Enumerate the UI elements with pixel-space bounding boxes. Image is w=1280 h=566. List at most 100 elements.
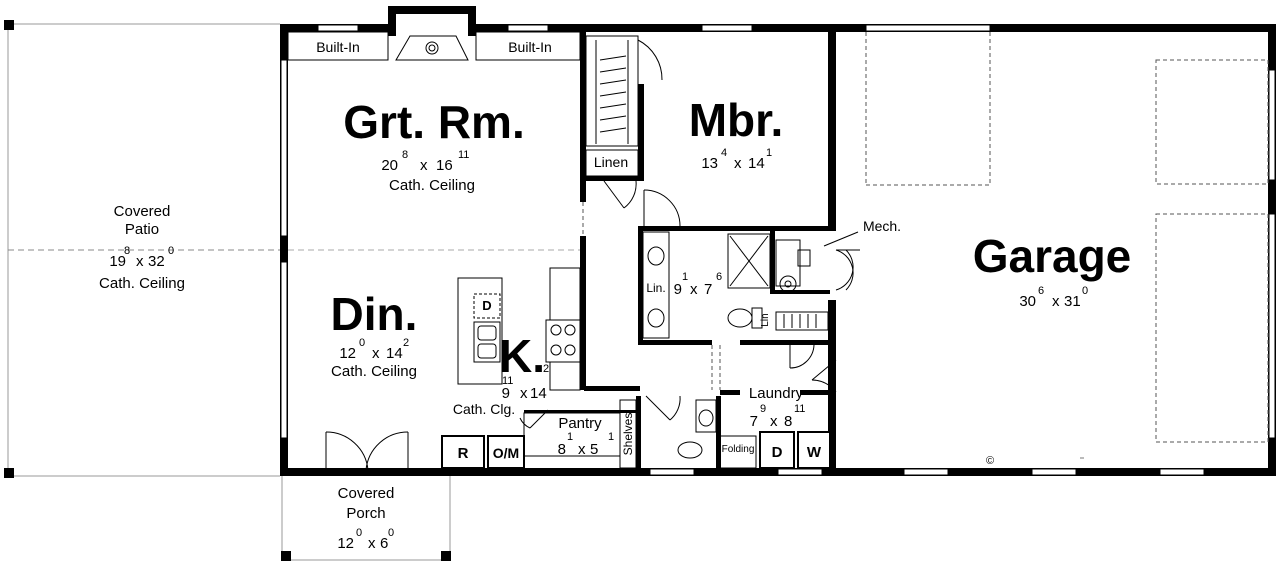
pantry-d-ft: 5 <box>590 441 598 458</box>
patio-d-in: 0 <box>168 245 174 257</box>
builtin-right-label: Built-In <box>508 39 552 55</box>
kitchen-x: x <box>520 385 528 402</box>
sink-icon <box>477 343 497 359</box>
dining-title: Din. <box>331 288 418 340</box>
kitchen-title: K. <box>499 330 545 382</box>
master-w-ft: 13 <box>701 155 718 172</box>
garage-markings <box>865 32 1269 459</box>
porch-d-ft: 6 <box>380 535 388 552</box>
sink-icon <box>647 308 665 328</box>
porch-post <box>281 551 291 561</box>
oven-box <box>487 435 525 469</box>
water-heater-icon <box>779 275 797 293</box>
kitchen-w-in: 11 <box>502 375 513 387</box>
dishwasher-label: D <box>482 298 491 313</box>
great-room-d-in: 11 <box>458 149 469 161</box>
garage-d-in: 0 <box>1082 285 1088 297</box>
burner-icon <box>550 344 562 356</box>
garage-x: x <box>1052 293 1060 310</box>
patio-line1: Covered <box>114 203 171 220</box>
burner-icon <box>564 324 576 336</box>
patio-x: x <box>136 253 144 270</box>
bath-w-ft: 9 <box>674 281 682 298</box>
master-d-in: 1 <box>766 147 772 159</box>
small-linen-label: Lin <box>760 313 771 326</box>
builtin-left-label: Built-In <box>316 39 360 55</box>
built-ins <box>287 31 581 61</box>
dining-ceiling: Cath. Ceiling <box>331 363 417 380</box>
dining-w-in: 0 <box>359 337 365 349</box>
patio-post <box>4 468 14 478</box>
copyright-mark: © <box>986 455 994 467</box>
burner-icon <box>550 324 562 336</box>
dining-x: x <box>372 345 380 362</box>
great-room-ceiling: Cath. Ceiling <box>389 177 475 194</box>
pantry-title: Pantry <box>558 415 602 432</box>
bath-x: x <box>690 281 698 298</box>
mech-leader <box>823 231 859 247</box>
great-room-w-ft: 20 <box>381 157 398 174</box>
burner-icon <box>564 344 576 356</box>
bath-d-in: 6 <box>716 271 722 283</box>
pantry-w-ft: 8 <box>558 441 566 458</box>
bath-linen-label: Lin. <box>646 281 665 295</box>
great-room-d-ft: 16 <box>436 157 453 174</box>
kitchen-fixtures <box>441 267 637 469</box>
garage-d-ft: 31 <box>1064 293 1081 310</box>
patio-w-in: 8 <box>124 245 130 257</box>
room-labels: Grt. Rm. 20 8 x 16 11 Cath. Ceiling Mbr.… <box>99 94 1131 552</box>
porch-line2: Porch <box>346 505 385 522</box>
fireplace-icon <box>425 41 439 55</box>
fixture-labels: Built-In Built-In Linen Lin. Lin Mech. S… <box>316 39 994 467</box>
laundry-title: Laundry <box>749 385 804 402</box>
openings <box>288 202 721 390</box>
sink-icon <box>477 325 497 341</box>
great-room-w-in: 8 <box>402 149 408 161</box>
patio-w-ft: 19 <box>109 253 126 270</box>
porch-post <box>441 551 451 561</box>
porch-d-in: 0 <box>388 527 394 539</box>
kitchen-d-ft: 14 <box>530 385 547 402</box>
covered-patio-outline <box>4 20 280 478</box>
laundry-w-ft: 7 <box>750 413 758 430</box>
pantry-d-in: 1 <box>608 431 614 443</box>
master-x: x <box>734 155 742 172</box>
garage-title: Garage <box>973 230 1132 282</box>
dining-d-ft: 14 <box>386 345 403 362</box>
kitchen-d-in: 2 <box>543 363 549 375</box>
refrigerator-label: R <box>458 445 469 462</box>
kitchen-ceiling: Cath. Clg. <box>453 401 515 417</box>
folding-label: Folding <box>722 444 755 455</box>
toilet-icon <box>727 308 753 328</box>
refrigerator-box <box>441 435 485 469</box>
oven-micro-label: O/M <box>493 445 519 461</box>
patio-post <box>4 20 14 30</box>
sink-icon <box>698 409 714 427</box>
porch-w-in: 0 <box>356 527 362 539</box>
patio-ceiling: Cath. Ceiling <box>99 275 185 292</box>
doors <box>325 39 860 471</box>
toilet-icon <box>677 441 703 459</box>
garage-w-in: 6 <box>1038 285 1044 297</box>
shelves-label: Shelves <box>621 413 635 456</box>
master-d-ft: 14 <box>748 155 765 172</box>
laundry-x: x <box>770 413 778 430</box>
bath-fixtures <box>642 231 811 459</box>
covered-porch-outline <box>281 476 451 561</box>
kitchen-w-ft: 9 <box>502 385 510 402</box>
porch-w-ft: 12 <box>337 535 354 552</box>
laundry-d-ft: 8 <box>784 413 792 430</box>
master-title: Mbr. <box>689 94 784 146</box>
laundry-d-in: 11 <box>794 403 805 415</box>
dining-d-in: 2 <box>403 337 409 349</box>
laundry-appliances <box>719 431 831 469</box>
great-room-title: Grt. Rm. <box>343 96 524 148</box>
great-room-x: x <box>420 157 428 174</box>
closet-shelving <box>585 35 829 331</box>
patio-line2: Patio <box>125 221 159 238</box>
porch-x: x <box>368 535 376 552</box>
pantry-w-in: 1 <box>567 431 573 443</box>
dryer-label: D <box>772 444 783 461</box>
pantry-x: x <box>578 441 586 458</box>
